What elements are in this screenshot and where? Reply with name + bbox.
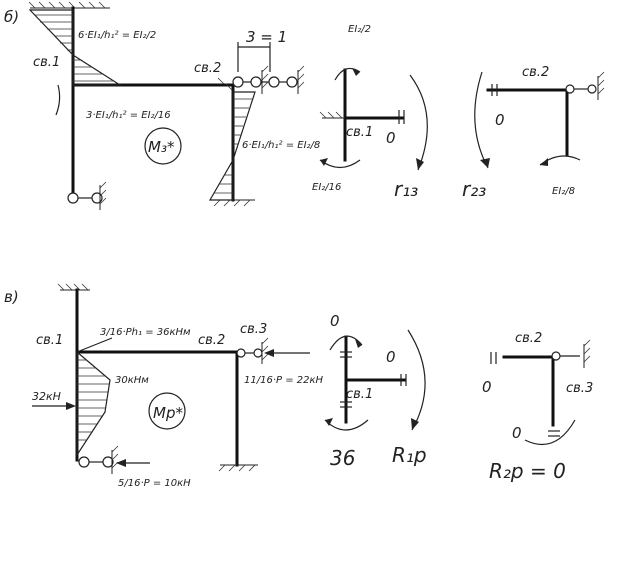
joint1-fbd: EI₂/2 EI₂/16 0 св.1 r₁₃	[312, 24, 428, 201]
v-r1p-label: R₁p	[392, 443, 427, 467]
epure-left-curve	[55, 84, 61, 116]
top-support-hatch	[28, 1, 106, 9]
v-j1-bottom-label: 36	[330, 446, 355, 470]
v-r2p-label: R₂p = 0	[489, 459, 566, 483]
v-diagram-name: Mp*	[153, 404, 183, 422]
v-force-left-label: 32кН	[32, 390, 61, 403]
right-roller-2	[250, 76, 262, 88]
v-j1-top-label: 0	[330, 312, 340, 330]
right-roller-4	[286, 76, 298, 88]
left-pin-circle-1	[67, 192, 79, 204]
v-node2-label: св.2	[198, 333, 225, 348]
epure-left	[28, 9, 123, 86]
v-force-bottom-label: 5/16·P = 10кН	[118, 478, 191, 489]
right-base-hatch	[213, 199, 251, 207]
v-moment-top-label: 3/16·Ph₁ = 36кНм	[100, 327, 191, 338]
v-j2-node3-label: св.3	[566, 381, 593, 396]
v-joint2-fbd: св.2 св.3 0 0 R₂p = 0	[482, 331, 593, 483]
v-j2-bottom-label: 0	[512, 424, 522, 442]
j2-zero-label: 0	[495, 111, 505, 129]
diagram-name-circle	[144, 127, 182, 165]
j1-bottom-label: EI₂/16	[312, 182, 341, 193]
j2-node-label: св.2	[522, 65, 549, 80]
unit-disp-label: 3 = 1	[246, 28, 287, 46]
moment-right-label: 6·EI₁/h₁² = EI₂/8	[242, 140, 320, 151]
v-epure-left	[76, 350, 111, 458]
v-node1-label: св.1	[36, 333, 63, 348]
j2-resultant-arc	[474, 71, 489, 169]
epure-right	[208, 91, 256, 201]
v-j2-left-label: 0	[482, 378, 492, 396]
node2-label: св.2	[194, 61, 221, 76]
part-b: б)	[4, 1, 605, 210]
j1-zero-label: 0	[386, 129, 396, 147]
v-moment-mid-label: 30кНм	[115, 375, 149, 386]
epure-right-hatch	[214, 98, 252, 194]
j1-top-arc	[334, 67, 361, 81]
r13-label: r₁₃	[394, 177, 418, 201]
j1-node-label: св.1	[346, 125, 373, 140]
right-roller-3	[268, 76, 280, 88]
moment-mid-label: 3·EI₁/h₁² = EI₂/16	[86, 110, 171, 121]
v-j1-right-label: 0	[386, 348, 396, 366]
moment-top-label: 6·EI₁/h₁² = EI₂/2	[78, 30, 156, 41]
diagram-name: M₃*	[148, 138, 175, 156]
part-b-label: б)	[4, 8, 19, 26]
j1-resultant-arc	[409, 74, 428, 171]
v-epure-hatch	[77, 359, 109, 441]
v-diagram-name-circle	[148, 392, 186, 430]
epure-left-hatch	[34, 14, 114, 82]
part-v-label: в)	[4, 288, 19, 306]
v-node3-label: св.3	[240, 322, 267, 337]
part-v: в)	[4, 283, 593, 489]
right-roller-1	[232, 76, 244, 88]
v-j2-node-label: св.2	[515, 331, 542, 346]
r23-label: r₂₃	[462, 177, 486, 201]
v-force-right-label: 11/16·P = 22кН	[244, 375, 324, 386]
j2-bottom-label: EI₂/8	[552, 186, 575, 197]
v-j1-node-label: св.1	[346, 387, 373, 402]
j1-top-label: EI₂/2	[348, 24, 371, 35]
left-pin-hatch	[99, 181, 107, 205]
v-joint1-fbd: 0 0 36 св.1 R₁p	[324, 312, 427, 470]
joint2-fbd: св.2 0 EI₂/8 r₂₃	[462, 65, 605, 201]
node1-label: св.1	[33, 55, 60, 70]
